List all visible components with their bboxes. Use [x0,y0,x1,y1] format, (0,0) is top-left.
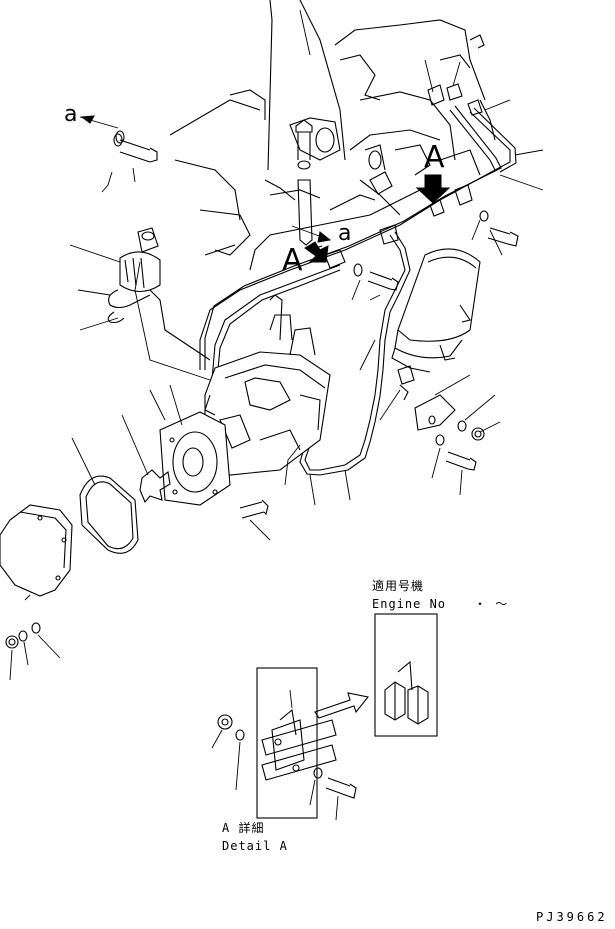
detail-a-nut [217,714,233,730]
coupling-spider [139,469,171,504]
washer-upper-left [115,130,125,144]
bracket-stay [297,179,313,246]
filter-bracket [414,394,456,431]
fitting-upper-right-2 [446,83,463,101]
bolt-pump-lower [239,499,269,519]
arrow-section-a-top [415,174,451,204]
washer-lower-left-2 [31,622,41,634]
arrow-view-a-mid [291,225,332,243]
fitting-upper-right-1 [427,84,445,106]
fuel-pipes [199,105,517,476]
bolt-right-upper [479,210,519,247]
section-marker-a-mid: A [282,243,303,278]
engine-no-heading-jp: 適用号機 [372,579,425,593]
bolt-vertical-top [295,119,313,170]
section-marker-a-top: A [424,140,445,175]
detail-a-title-en: Detail A [222,839,288,853]
drawing-code: PJ39662 [536,910,608,924]
detail-a-washer-left [235,729,245,741]
hose-loop-left [107,289,211,361]
pipe-clamp-center [379,224,399,245]
engine-no-heading-en: Engine No [372,597,447,611]
bolt-right-lower [435,434,477,471]
bolt-center [353,263,399,291]
arrow-section-a-mid [304,241,329,263]
detail-a-washer-right [313,767,323,779]
detail-a-leaders [211,689,339,821]
arrow-view-a-left [79,115,119,129]
fitting-upper-right-3 [467,99,483,116]
gasket [79,475,139,554]
detail-transfer-arrow [314,692,369,719]
banjo-fitting-center [364,144,393,195]
water-separator-valve [119,227,161,293]
pump-front-plate [159,411,231,506]
pipe-joint-right [429,184,473,217]
washer-right [457,420,467,432]
filter-connector [397,365,415,401]
fuel-filter [391,248,481,373]
view-marker-a-mid: a [338,221,352,246]
engine-block-outline [169,0,496,256]
detail-a-box [256,667,337,819]
washer-lower-left-1 [18,630,28,642]
coupling-housing [0,504,73,597]
engine-no-serial-range: ・ ～ [474,597,509,611]
engine-no-box [374,613,438,737]
view-marker-a-left: a [64,102,78,127]
bolt-upper-left [113,133,158,163]
detail-a-bolt [325,777,357,799]
nut-right [471,427,485,441]
nut-lower-left [5,635,19,649]
leader-lines [9,9,544,681]
detail-a-title-jp: A 詳細 [222,821,265,835]
